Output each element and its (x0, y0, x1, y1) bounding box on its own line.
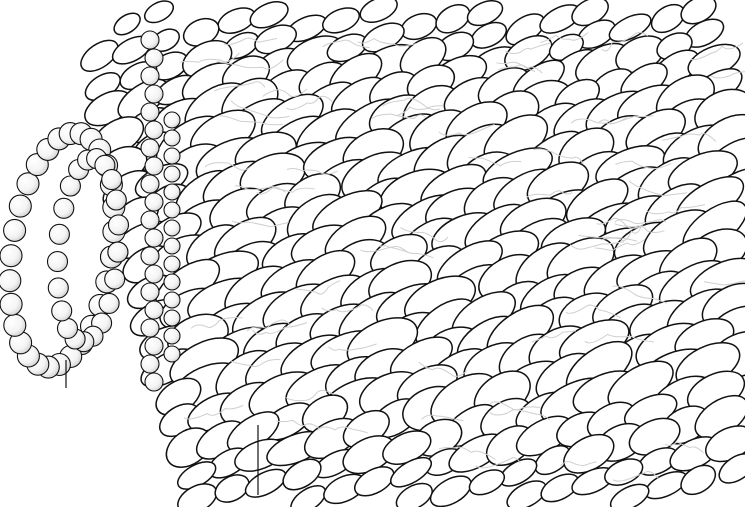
bead (17, 173, 39, 195)
bead (141, 31, 159, 49)
bead (164, 274, 180, 290)
bead (145, 265, 163, 283)
bead (141, 211, 159, 229)
bead (99, 293, 119, 313)
bead (145, 301, 163, 319)
bead (164, 256, 180, 272)
bead (164, 130, 180, 146)
bead (141, 139, 159, 157)
bead (164, 238, 180, 254)
bead (164, 310, 180, 326)
bead (164, 112, 180, 128)
bead (164, 292, 180, 308)
bead (0, 270, 21, 292)
bead (141, 103, 159, 121)
bead (145, 121, 163, 139)
bead (164, 148, 180, 164)
bead (0, 245, 22, 267)
bead (145, 85, 163, 103)
bead (141, 319, 159, 337)
bead (141, 283, 159, 301)
bead (141, 175, 159, 193)
bead (108, 242, 128, 262)
bead (52, 301, 72, 321)
bead (164, 328, 180, 344)
bead (141, 67, 159, 85)
bead (164, 220, 180, 236)
bead (109, 215, 129, 235)
bead (145, 157, 163, 175)
bead (54, 198, 74, 218)
bead (49, 224, 69, 244)
bead (164, 166, 180, 182)
bead (164, 346, 180, 362)
bead (145, 373, 163, 391)
bead (4, 219, 26, 241)
bead (145, 193, 163, 211)
bead (48, 252, 68, 272)
bead (102, 170, 122, 190)
bead (105, 269, 125, 289)
bead (48, 278, 68, 298)
bead (145, 49, 163, 67)
bead (0, 293, 22, 315)
lobe (110, 9, 144, 39)
bead (164, 202, 180, 218)
bead (4, 314, 26, 336)
bead (106, 190, 126, 210)
bead (58, 318, 78, 338)
bead (145, 229, 163, 247)
bead (141, 355, 159, 373)
bead (164, 184, 180, 200)
lobe (141, 0, 177, 27)
bead (145, 337, 163, 355)
lobe (319, 3, 363, 38)
bead (9, 195, 31, 217)
bead (141, 247, 159, 265)
